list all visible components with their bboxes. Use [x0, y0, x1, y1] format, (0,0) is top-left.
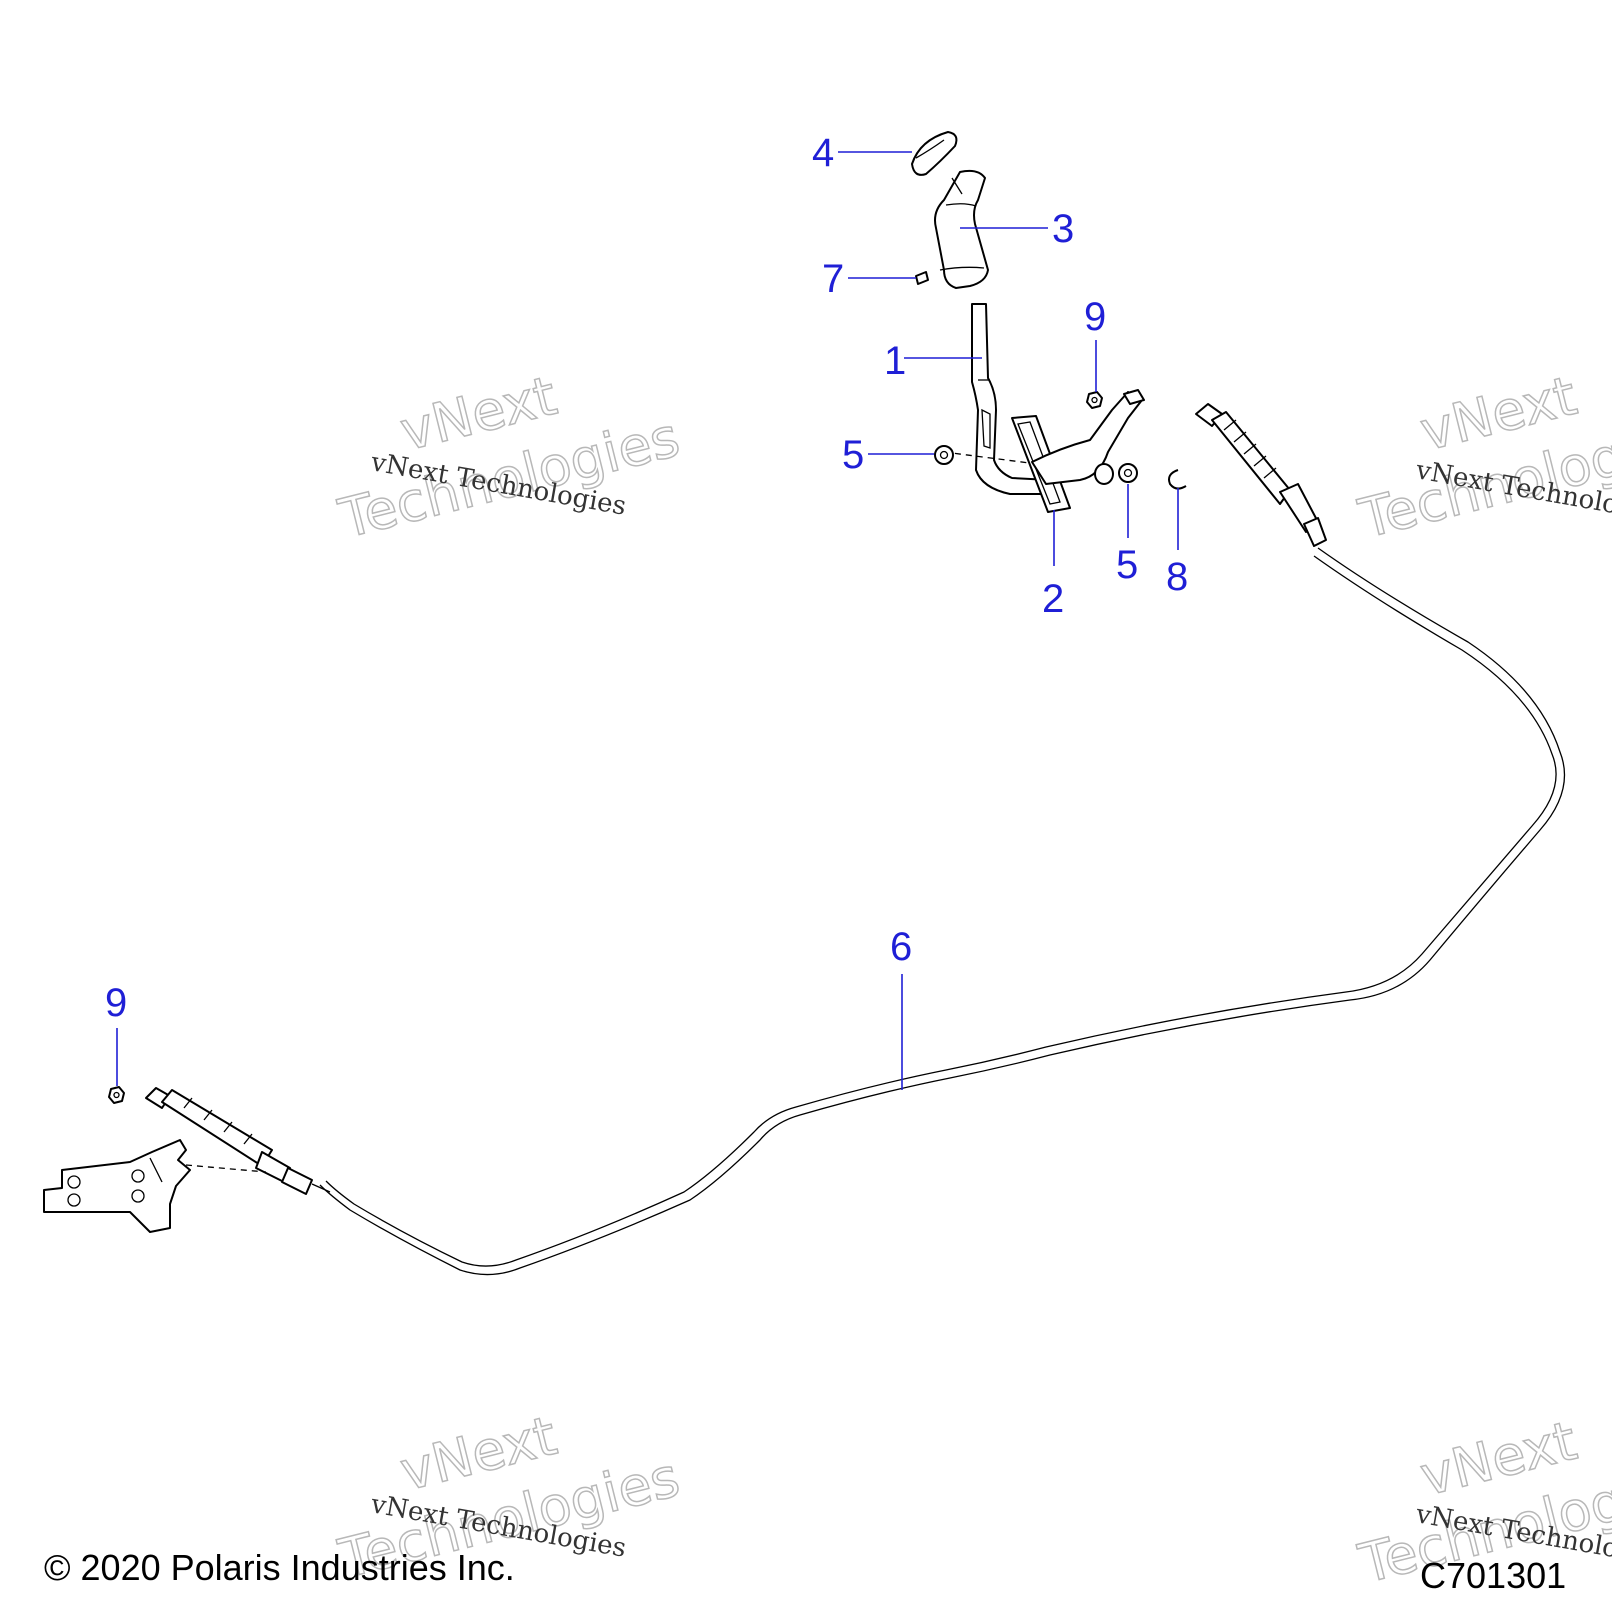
callout-label-8: 8 [1166, 555, 1188, 599]
callout-8: 8 [1166, 488, 1188, 599]
callout-label-7: 7 [822, 257, 844, 301]
callout-3: 3 [960, 207, 1074, 251]
callout-6: 6 [890, 925, 912, 1090]
callout-label-6: 6 [890, 925, 912, 969]
callout-label-4: 4 [812, 131, 834, 175]
copyright-text: © 2020 Polaris Industries Inc. [44, 1547, 515, 1588]
part-handle-grip [934, 169, 989, 289]
figure-code: C701301 [1420, 1555, 1566, 1596]
callout-5-right: 5 [1116, 484, 1138, 587]
part-nut-bottom [108, 1086, 125, 1104]
part-pedal-bracket [1011, 389, 1145, 513]
watermark-top-right: vNext Technologies [1352, 363, 1612, 551]
part-washer-left [934, 445, 954, 465]
callout-9-top: 9 [1084, 295, 1106, 392]
callout-label-9-bottom: 9 [105, 981, 127, 1025]
callout-label-3: 3 [1052, 207, 1074, 251]
part-cable-bracket [43, 1139, 191, 1233]
callout-label-1: 1 [884, 339, 906, 383]
callout-5-left: 5 [842, 433, 934, 477]
part-screw [915, 271, 929, 285]
callout-4: 4 [812, 131, 912, 175]
part-brake-cable [145, 403, 1566, 1276]
callout-1: 1 [884, 339, 982, 383]
callout-label-2: 2 [1042, 577, 1064, 621]
part-nut-top [1086, 391, 1103, 409]
callout-label-5-left: 5 [842, 433, 864, 477]
callout-2: 2 [1042, 510, 1064, 621]
callout-7: 7 [822, 257, 916, 301]
part-washer-right [1118, 463, 1138, 483]
part-knob-cap [911, 131, 958, 176]
part-clip [1168, 469, 1187, 490]
watermark-top-left: vNext Technologies [332, 363, 686, 551]
callout-label-9-top: 9 [1084, 295, 1106, 339]
callout-9-bottom: 9 [105, 981, 127, 1086]
callout-label-5-right: 5 [1116, 543, 1138, 587]
